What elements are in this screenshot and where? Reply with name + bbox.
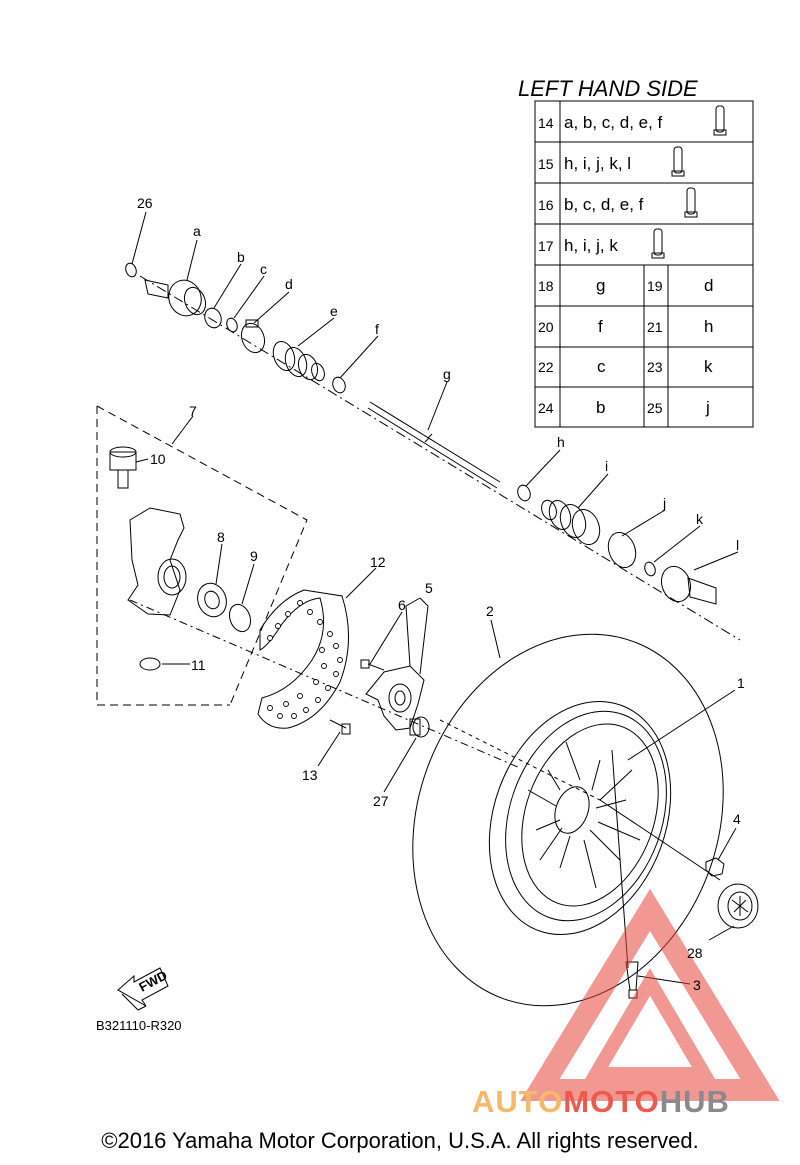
table-row-num: 18 xyxy=(538,278,554,294)
table-row-num: 17 xyxy=(538,238,554,254)
table-row-num: 16 xyxy=(538,197,554,213)
callout-28: 28 xyxy=(687,945,703,961)
table-row-num: 21 xyxy=(647,319,663,335)
callout-12: 12 xyxy=(370,554,386,570)
grease-tube-icon xyxy=(713,105,727,136)
table-row-num: 22 xyxy=(538,359,554,375)
table-row-value: c xyxy=(597,357,606,376)
watermark-triangle xyxy=(520,888,780,1101)
callout-27: 27 xyxy=(373,793,389,809)
watermark-part-3: HUB xyxy=(659,1084,730,1119)
hub-assembly xyxy=(329,659,430,738)
callout-6: 6 xyxy=(398,597,406,613)
wheel-assembly xyxy=(412,633,724,1007)
knuckle-assembly xyxy=(96,405,521,769)
callout-f: f xyxy=(375,321,379,337)
table-row-value: k xyxy=(704,357,713,376)
left-hand-side-table xyxy=(534,100,754,428)
copyright-notice: ©2016 Yamaha Motor Corporation, U.S.A. A… xyxy=(101,1128,699,1153)
table-row-value: d xyxy=(704,276,713,295)
table-row-value: h xyxy=(704,317,713,336)
callout-g: g xyxy=(443,366,451,382)
table-row-text: h, i, j, k xyxy=(564,236,618,255)
callout-i: i xyxy=(605,458,608,474)
grease-tube-icon xyxy=(651,228,665,259)
table-row-num: 19 xyxy=(647,278,663,294)
table-row-value: g xyxy=(596,276,605,295)
leader-lines xyxy=(131,211,739,985)
callout-b: b xyxy=(237,249,245,265)
table-row-num: 24 xyxy=(538,400,554,416)
wheel-nut xyxy=(705,857,725,877)
callout-e: e xyxy=(330,303,338,319)
table-row-text: a, b, c, d, e, f xyxy=(564,113,663,132)
callout-7: 7 xyxy=(189,403,197,419)
table-row-value: f xyxy=(598,317,603,336)
grease-tube-icon xyxy=(671,146,685,177)
table-row-num: 14 xyxy=(538,115,554,131)
callout-4: 4 xyxy=(733,811,741,827)
callout-3: 3 xyxy=(693,977,701,993)
table-row-num: 15 xyxy=(538,156,554,172)
callout-k: k xyxy=(696,511,704,527)
callout-d: d xyxy=(285,276,293,292)
callout-10: 10 xyxy=(150,451,166,467)
callout-l: l xyxy=(736,537,739,553)
callout-26: 26 xyxy=(137,195,153,211)
callout-1: 1 xyxy=(737,675,745,691)
table-row-value: j xyxy=(705,398,710,417)
center-cap xyxy=(717,883,759,929)
grease-tube-icon xyxy=(684,187,698,218)
diagram-title: LEFT HAND SIDE xyxy=(518,76,698,101)
fwd-label: FWD xyxy=(136,968,169,995)
table-row-num: 20 xyxy=(538,319,554,335)
table-row-text: h, i, j, k, l xyxy=(564,154,631,173)
drive-shaft-assembly xyxy=(125,262,741,641)
callout-a: a xyxy=(193,223,201,239)
brake-disc xyxy=(257,589,349,729)
callout-9: 9 xyxy=(250,548,258,564)
callout-j: j xyxy=(662,495,666,511)
table-row-value: b xyxy=(596,398,605,417)
callout-2: 2 xyxy=(486,603,494,619)
table-row-text: b, c, d, e, f xyxy=(564,195,644,214)
table-row-num: 23 xyxy=(647,359,663,375)
callout-11: 11 xyxy=(191,657,206,673)
table-row-num: 25 xyxy=(647,400,663,416)
watermark-logo: AUTOMOTOHUB xyxy=(472,1084,730,1120)
callout-13: 13 xyxy=(302,767,318,783)
callout-c: c xyxy=(260,261,267,277)
watermark-part-1: AUTO xyxy=(472,1084,564,1119)
callout-8: 8 xyxy=(217,529,225,545)
callout-5: 5 xyxy=(425,580,433,596)
watermark-part-2: MOTO xyxy=(563,1084,660,1119)
reference-code: B321110-R320 xyxy=(96,1018,182,1033)
callout-h: h xyxy=(557,434,565,450)
forward-arrow-icon xyxy=(117,967,169,1011)
